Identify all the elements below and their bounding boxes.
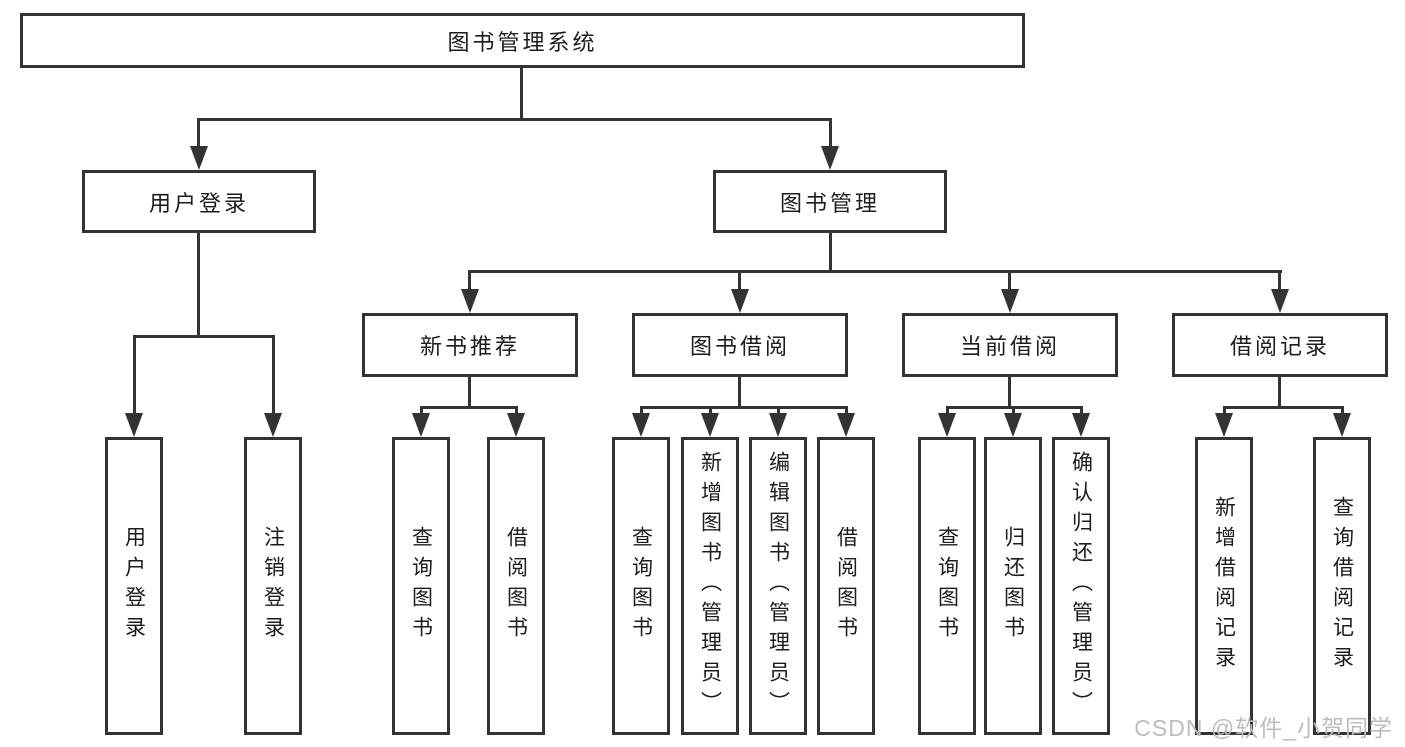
arrow-down-icon xyxy=(1271,289,1289,313)
leaf-borrow-books: 借阅图书 xyxy=(817,437,875,735)
connector-root-bus xyxy=(197,118,832,121)
leaf-return-books: 归还图书 xyxy=(984,437,1042,735)
connector-current-borrow-stem xyxy=(1008,377,1011,409)
leaf-borrow-books-recommend: 借阅图书 xyxy=(487,437,545,735)
arrow-down-icon xyxy=(821,146,839,170)
node-user-login: 用户登录 xyxy=(82,170,316,233)
arrow-down-icon xyxy=(1215,413,1233,437)
connector-borrow-records-stem xyxy=(1278,377,1281,409)
arrow-down-icon xyxy=(632,413,650,437)
connector-book-borrow-stem xyxy=(738,377,741,409)
connector-drop-leaf xyxy=(1341,406,1344,416)
connector-drop-leaf-user-login xyxy=(133,335,136,415)
leaf-query-books-borrow: 查询图书 xyxy=(612,437,670,735)
connector-drop-leaf xyxy=(777,406,780,416)
connector-drop-leaf xyxy=(640,406,643,416)
connector-drop-leaf xyxy=(709,406,712,416)
arrow-down-icon xyxy=(1004,413,1022,437)
connector-drop-leaf xyxy=(946,406,949,416)
connector-borrow-records-bus xyxy=(1223,406,1344,409)
connector-drop-current-borrow xyxy=(1008,270,1011,291)
connector-drop-book-borrow xyxy=(738,270,741,291)
arrow-down-icon xyxy=(938,413,956,437)
connector-drop-leaf xyxy=(1223,406,1226,416)
connector-drop-leaf xyxy=(420,406,423,416)
connector-drop-borrow-records xyxy=(1278,270,1281,291)
node-library-management-system: 图书管理系统 xyxy=(20,13,1025,68)
connector-root-stem xyxy=(520,66,523,118)
leaf-confirm-return-admin: 确认归还（管理员） xyxy=(1052,437,1110,735)
connector-drop-leaf xyxy=(515,406,518,416)
arrow-down-icon xyxy=(1072,413,1090,437)
connector-book-borrow-bus xyxy=(640,406,848,409)
arrow-down-icon xyxy=(769,413,787,437)
connector-drop-book-management xyxy=(829,118,832,148)
arrow-down-icon xyxy=(837,413,855,437)
leaf-logout: 注销登录 xyxy=(244,437,302,735)
arrow-down-icon xyxy=(190,146,208,170)
leaf-edit-books-admin: 编辑图书（管理员） xyxy=(749,437,807,735)
connector-drop-user-login xyxy=(197,118,200,148)
connector-book-management-stem xyxy=(829,233,832,273)
leaf-query-books-recommend: 查询图书 xyxy=(392,437,450,735)
arrow-down-icon xyxy=(507,413,525,437)
arrow-down-icon xyxy=(1001,289,1019,313)
connector-drop-leaf xyxy=(1012,406,1015,416)
node-new-book-recommend: 新书推荐 xyxy=(362,313,578,377)
arrow-down-icon xyxy=(1333,413,1351,437)
connector-drop-leaf xyxy=(845,406,848,416)
connector-new-book-recommend-stem xyxy=(468,377,471,409)
connector-drop-leaf xyxy=(1080,406,1083,416)
connector-user-login-stem xyxy=(197,233,200,338)
node-current-borrow: 当前借阅 xyxy=(902,313,1118,377)
connector-new-book-recommend-bus xyxy=(420,406,518,409)
node-book-borrow: 图书借阅 xyxy=(632,313,848,377)
arrow-down-icon xyxy=(461,289,479,313)
arrow-down-icon xyxy=(701,413,719,437)
connector-drop-new-book-recommend xyxy=(468,270,471,291)
leaf-add-borrow-record: 新增借阅记录 xyxy=(1195,437,1253,735)
arrow-down-icon xyxy=(264,413,282,437)
leaf-query-borrow-record: 查询借阅记录 xyxy=(1313,437,1371,735)
arrow-down-icon xyxy=(125,413,143,437)
connector-book-management-bus xyxy=(469,270,1282,273)
arrow-down-icon xyxy=(731,289,749,313)
connector-drop-leaf-logout xyxy=(272,335,275,415)
connector-user-login-bus xyxy=(133,335,275,338)
arrow-down-icon xyxy=(412,413,430,437)
node-borrow-records: 借阅记录 xyxy=(1172,313,1388,377)
watermark: CSDN @软件_小贺同学 xyxy=(1134,715,1393,741)
leaf-user-login: 用户登录 xyxy=(105,437,163,735)
node-book-management: 图书管理 xyxy=(713,170,947,233)
leaf-add-books-admin: 新增图书（管理员） xyxy=(681,437,739,735)
leaf-query-books-current: 查询图书 xyxy=(918,437,976,735)
